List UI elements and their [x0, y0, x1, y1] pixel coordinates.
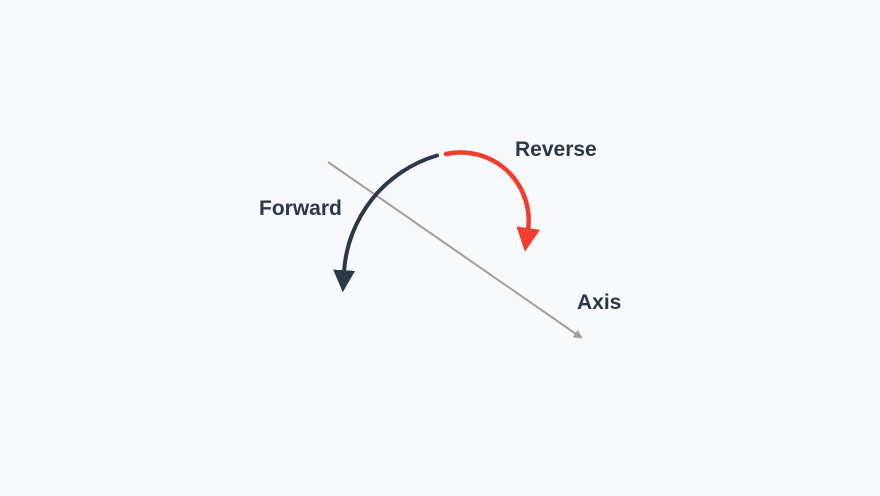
axis-label: Axis — [577, 291, 622, 314]
forward-label: Forward — [259, 197, 342, 220]
forward-arc-arrow — [333, 153, 439, 293]
reverse-arc-arrow — [443, 150, 541, 252]
axis-line — [327, 161, 583, 339]
reverse-label: Reverse — [515, 138, 597, 161]
